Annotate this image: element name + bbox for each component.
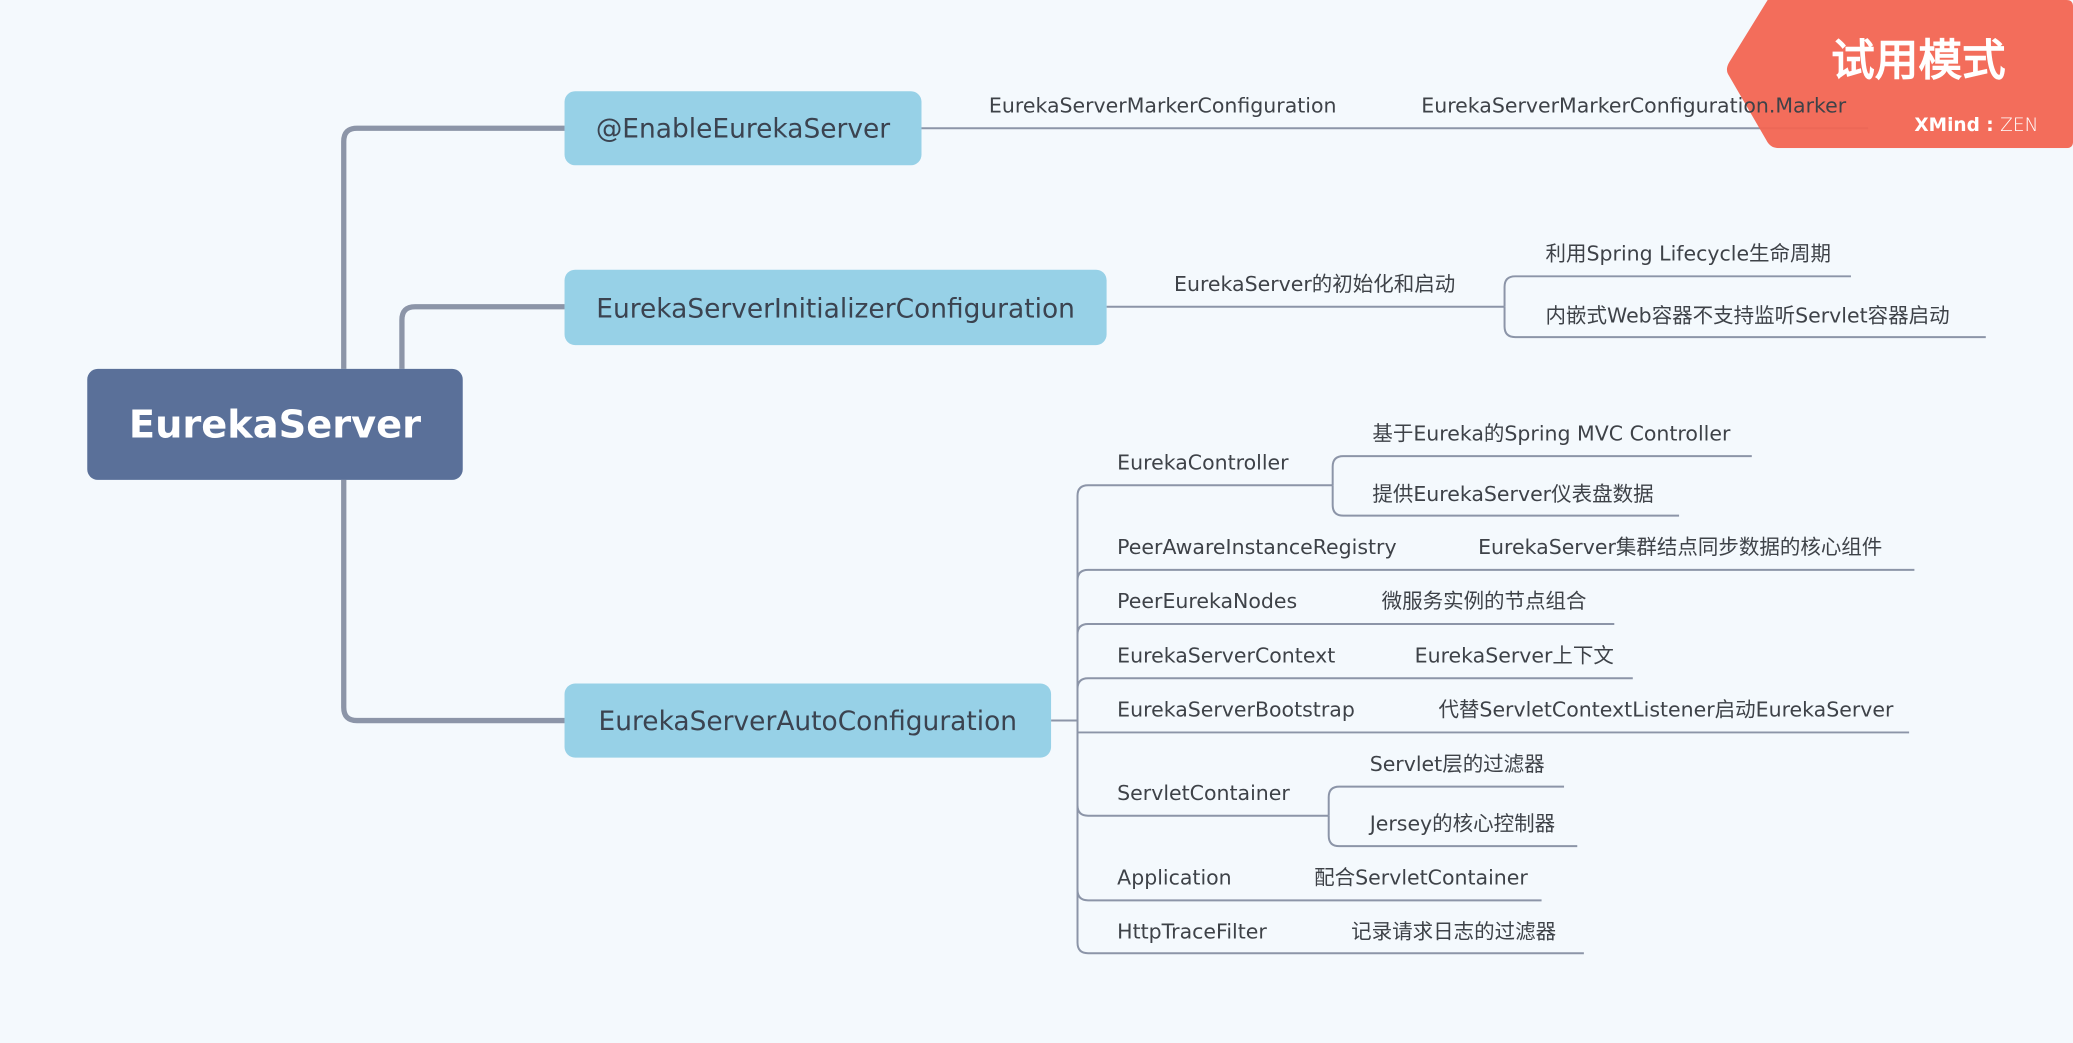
subtopic[interactable]: EurekaServerContext xyxy=(1117,643,1336,668)
subtopic[interactable]: 基于Eureka的Spring MVC Controller xyxy=(1372,421,1731,446)
topic-auto-configuration[interactable]: EurekaServerAutoConfiguration xyxy=(564,683,1052,758)
subtopic[interactable]: Application xyxy=(1117,865,1232,890)
subtopic[interactable]: PeerAwareInstanceRegistry xyxy=(1117,535,1397,560)
topic-enable-eureka-server[interactable]: @EnableEurekaServer xyxy=(564,91,922,166)
subtopic[interactable]: EurekaServerMarkerConfiguration.Marker xyxy=(1421,93,1847,118)
subtopic[interactable]: EurekaServer的初始化和启动 xyxy=(1174,272,1456,297)
subtopic[interactable]: Servlet层的过滤器 xyxy=(1369,752,1545,777)
subtopic[interactable]: 内嵌式Web容器不支持监听Servlet容器启动 xyxy=(1545,304,1950,328)
subtopic[interactable]: HttpTraceFilter xyxy=(1117,920,1267,944)
topic-initializer-configuration[interactable]: EurekaServerInitializerConfiguration xyxy=(564,269,1107,346)
subtopic[interactable]: EurekaController xyxy=(1117,450,1289,475)
subtopic[interactable]: 记录请求日志的过滤器 xyxy=(1351,920,1557,944)
subtopic[interactable]: EurekaServerBootstrap xyxy=(1117,698,1355,722)
subtopic[interactable]: 代替ServletContextListener启动EurekaServer xyxy=(1438,698,1894,722)
badge-title: 试用模式 xyxy=(1831,34,2006,86)
subtopic[interactable]: PeerEurekaNodes xyxy=(1117,589,1298,614)
badge-edition: ZEN xyxy=(2000,115,2039,137)
badge-separator: : xyxy=(1979,115,2001,137)
root-topic[interactable]: EurekaServer xyxy=(87,368,463,480)
subtopic[interactable]: 配合ServletContainer xyxy=(1314,865,1528,890)
badge-brand: XMind xyxy=(1914,115,1980,137)
badge-shape xyxy=(1726,0,2073,149)
subtopic[interactable]: 提供EurekaServer仪表盘数据 xyxy=(1372,482,1654,507)
subtopic[interactable]: EurekaServer集群结点同步数据的核心组件 xyxy=(1478,535,1883,560)
subtopic[interactable]: ServletContainer xyxy=(1117,781,1290,806)
subtopic[interactable]: EurekaServerMarkerConfiguration xyxy=(988,93,1337,118)
trial-mode-badge[interactable]: 试用模式 XMind : ZEN xyxy=(1725,0,2073,149)
subtopic[interactable]: Jersey的核心控制器 xyxy=(1369,811,1556,836)
subtopic[interactable]: 微服务实例的节点组合 xyxy=(1381,589,1587,614)
subtopic[interactable]: 利用Spring Lifecycle生命周期 xyxy=(1545,241,1832,266)
subtopic[interactable]: EurekaServer上下文 xyxy=(1414,643,1614,668)
